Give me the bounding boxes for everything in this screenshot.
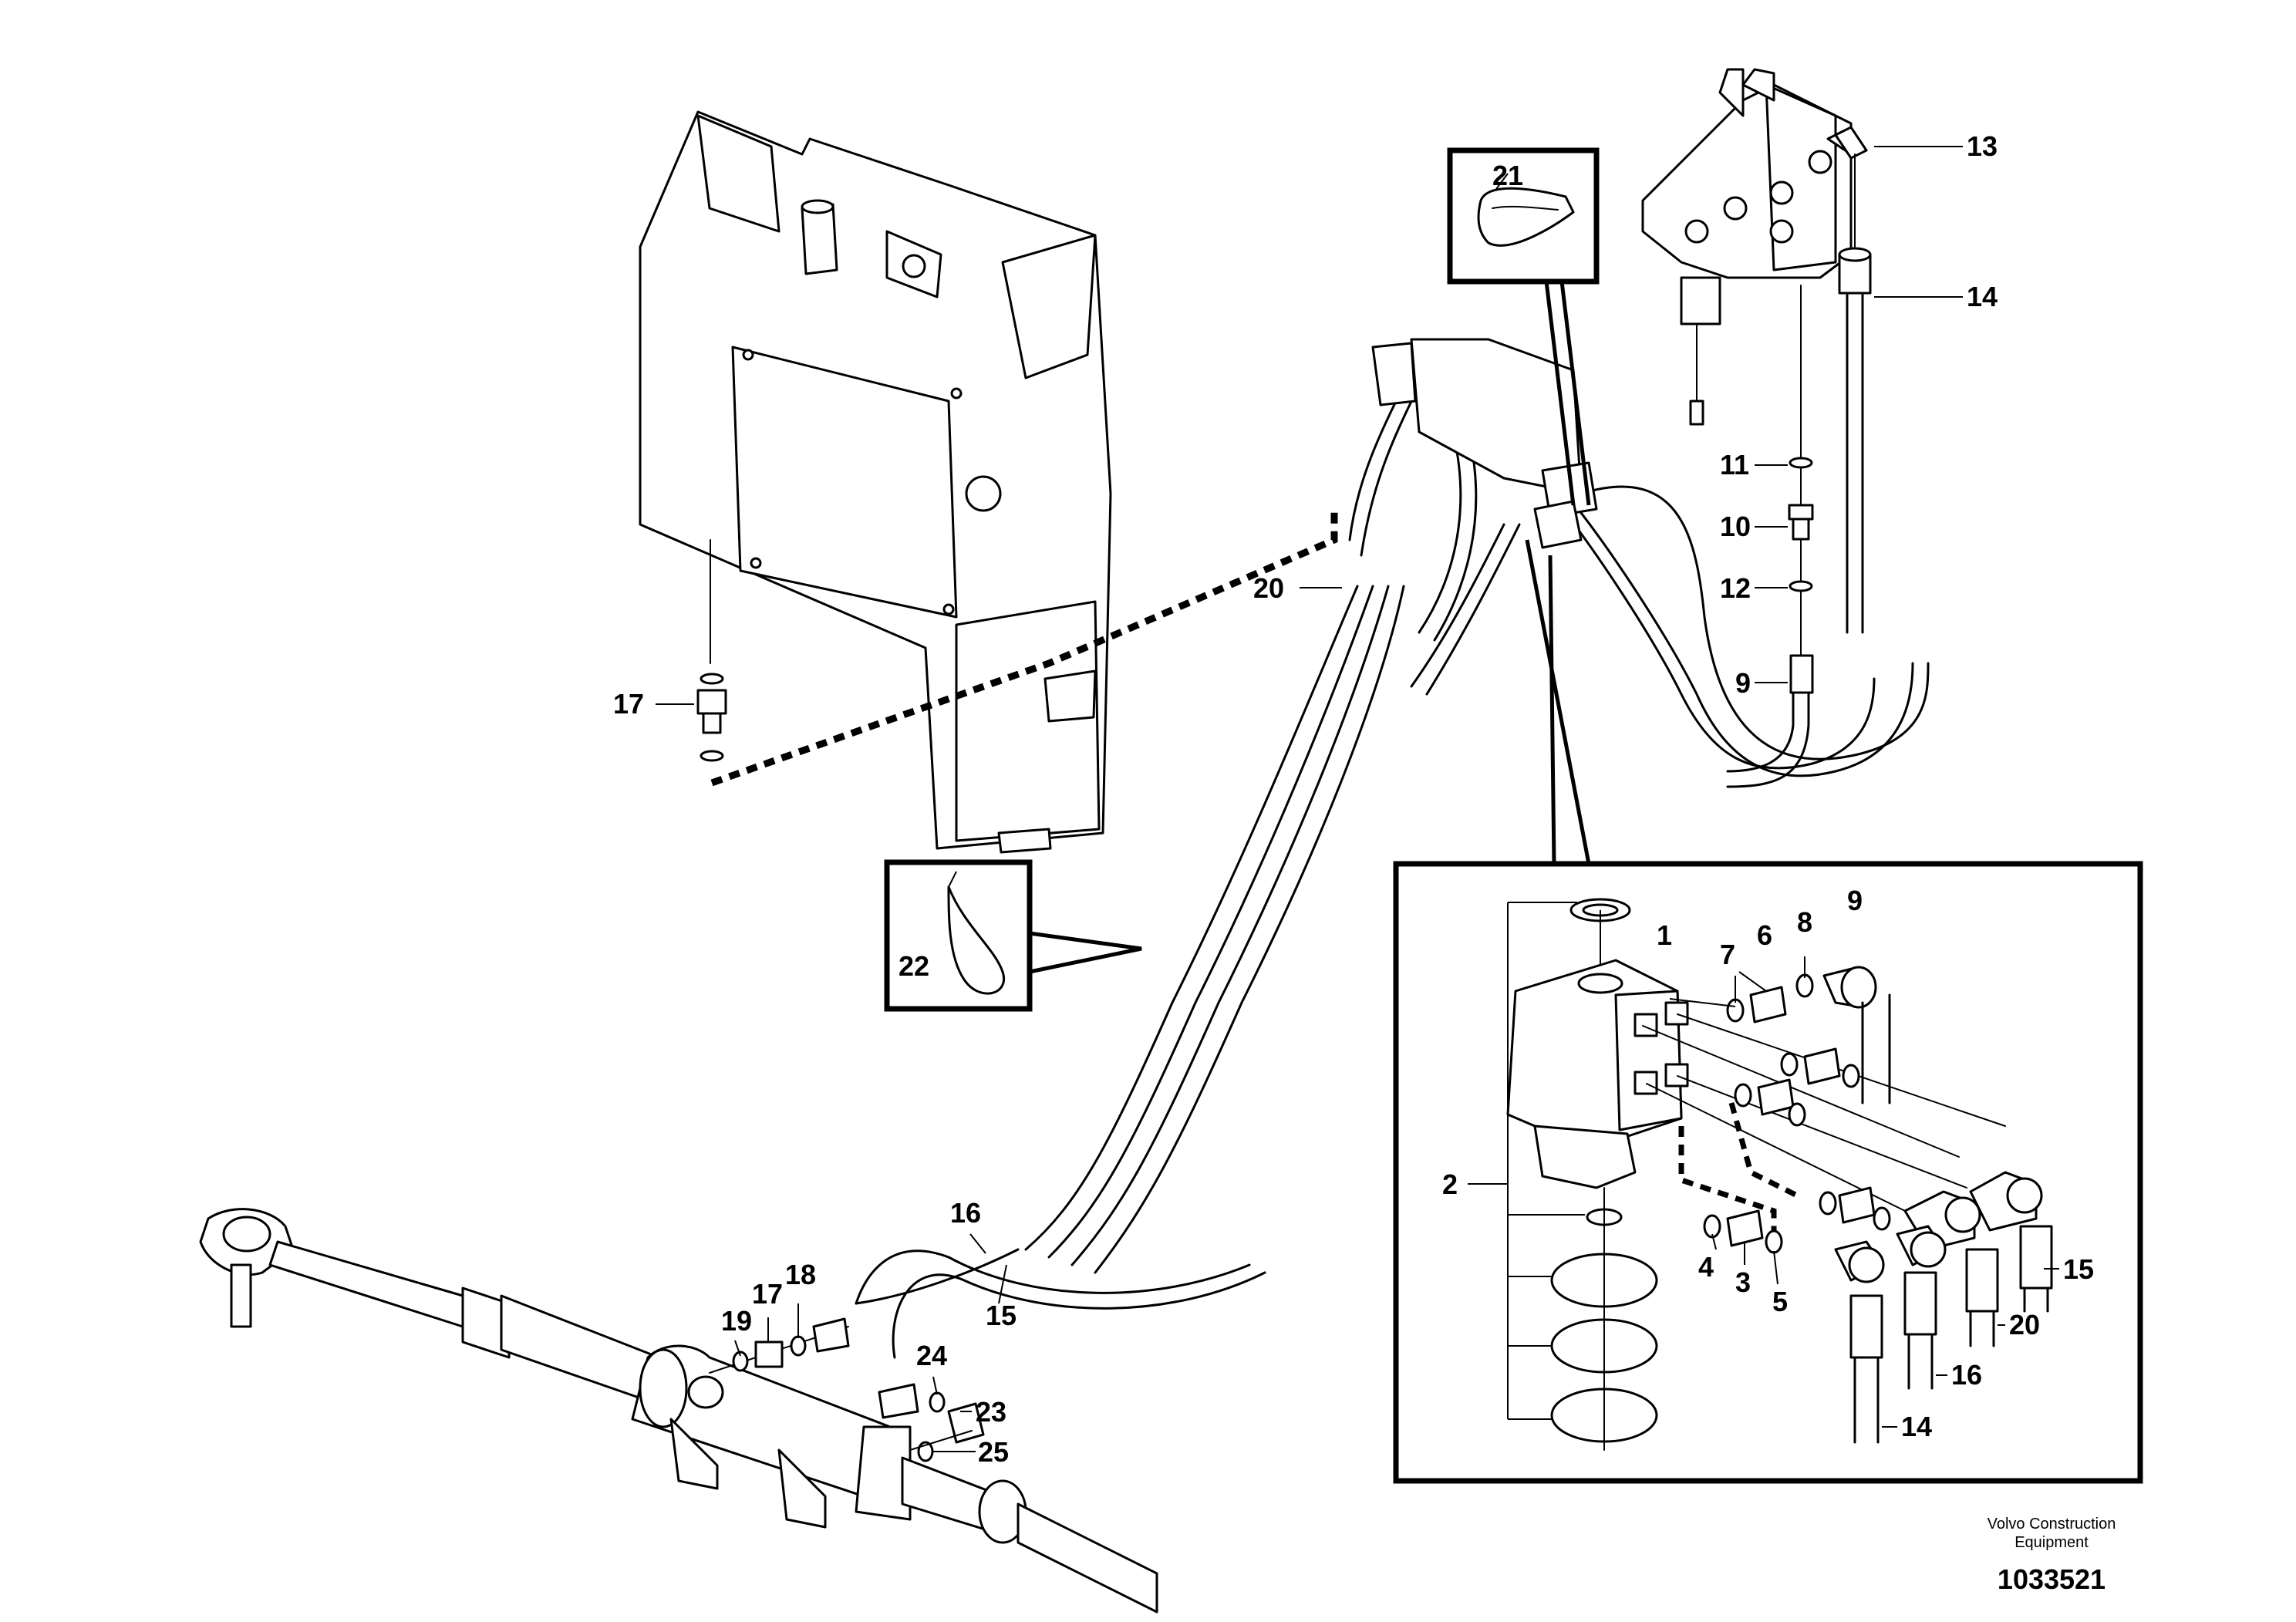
callout-18: 18 — [785, 1259, 816, 1290]
brand-line-2: Equipment — [2014, 1534, 2089, 1551]
callout-5: 5 — [1772, 1286, 1788, 1317]
callout-20-detail: 20 — [2009, 1309, 2040, 1340]
callout-1: 1 — [1657, 919, 1672, 951]
callout-17-tank: 17 — [613, 688, 644, 720]
callout-9-top: 9 — [1735, 667, 1751, 699]
footer: Volvo Construction Equipment 1033521 — [1988, 1516, 2116, 1595]
hose-bundle — [855, 369, 1930, 1359]
callout-19: 19 — [721, 1305, 752, 1337]
callout-23: 23 — [976, 1396, 1006, 1428]
callout-17-cylinder: 17 — [752, 1278, 783, 1310]
hose-connection-block — [1371, 338, 1598, 549]
callout-4: 4 — [1698, 1251, 1714, 1283]
callout-7: 7 — [1720, 939, 1735, 970]
fitting-17-tank — [696, 673, 727, 762]
callout-2: 2 — [1442, 1168, 1458, 1200]
callout-15-bundle: 15 — [986, 1300, 1017, 1331]
hydraulic-tank — [639, 110, 1112, 854]
steering-unit — [1506, 898, 1689, 1189]
leader-lines — [656, 146, 2059, 1452]
steering-cylinder — [199, 1208, 1158, 1614]
callout-13: 13 — [1967, 130, 1998, 162]
callout-20-top: 20 — [1253, 572, 1284, 604]
callout-6: 6 — [1757, 919, 1772, 951]
callout-labels: 21 13 14 11 10 12 9 20 17 22 16 15 18 17… — [613, 130, 2094, 1468]
callout-9-detail: 9 — [1847, 885, 1863, 916]
callout-14-top: 14 — [1967, 281, 1998, 312]
callout-24: 24 — [916, 1340, 947, 1371]
callout-3: 3 — [1735, 1266, 1751, 1298]
detail-frame-steering-unit — [1393, 539, 2143, 1484]
callout-14-detail: 14 — [1901, 1411, 1932, 1442]
callout-21: 21 — [1492, 160, 1523, 191]
seal-kit-2 — [1507, 902, 1658, 1451]
callout-15-detail: 15 — [2063, 1253, 2094, 1285]
callout-16-detail: 16 — [1951, 1359, 1982, 1391]
callout-22: 22 — [899, 950, 929, 982]
callout-25: 25 — [978, 1436, 1009, 1468]
elbow-13 — [1826, 126, 1872, 634]
callout-16-bundle: 16 — [950, 1197, 981, 1229]
control-valve — [1641, 68, 1853, 426]
callout-8: 8 — [1797, 906, 1812, 938]
callout-11: 11 — [1720, 449, 1749, 481]
adapter-stack — [1726, 285, 1814, 788]
cylinder-fittings — [709, 1317, 985, 1462]
drawing-number: 1033521 — [1998, 1563, 2106, 1595]
steering-fittings — [1642, 966, 2053, 1444]
callout-12: 12 — [1720, 572, 1751, 604]
callout-10: 10 — [1720, 511, 1751, 542]
detail-frame-clamp-21 — [1447, 147, 1600, 506]
brand-line-1: Volvo Construction — [1988, 1516, 2116, 1533]
detail-frame-tie-22 — [884, 859, 1142, 1012]
